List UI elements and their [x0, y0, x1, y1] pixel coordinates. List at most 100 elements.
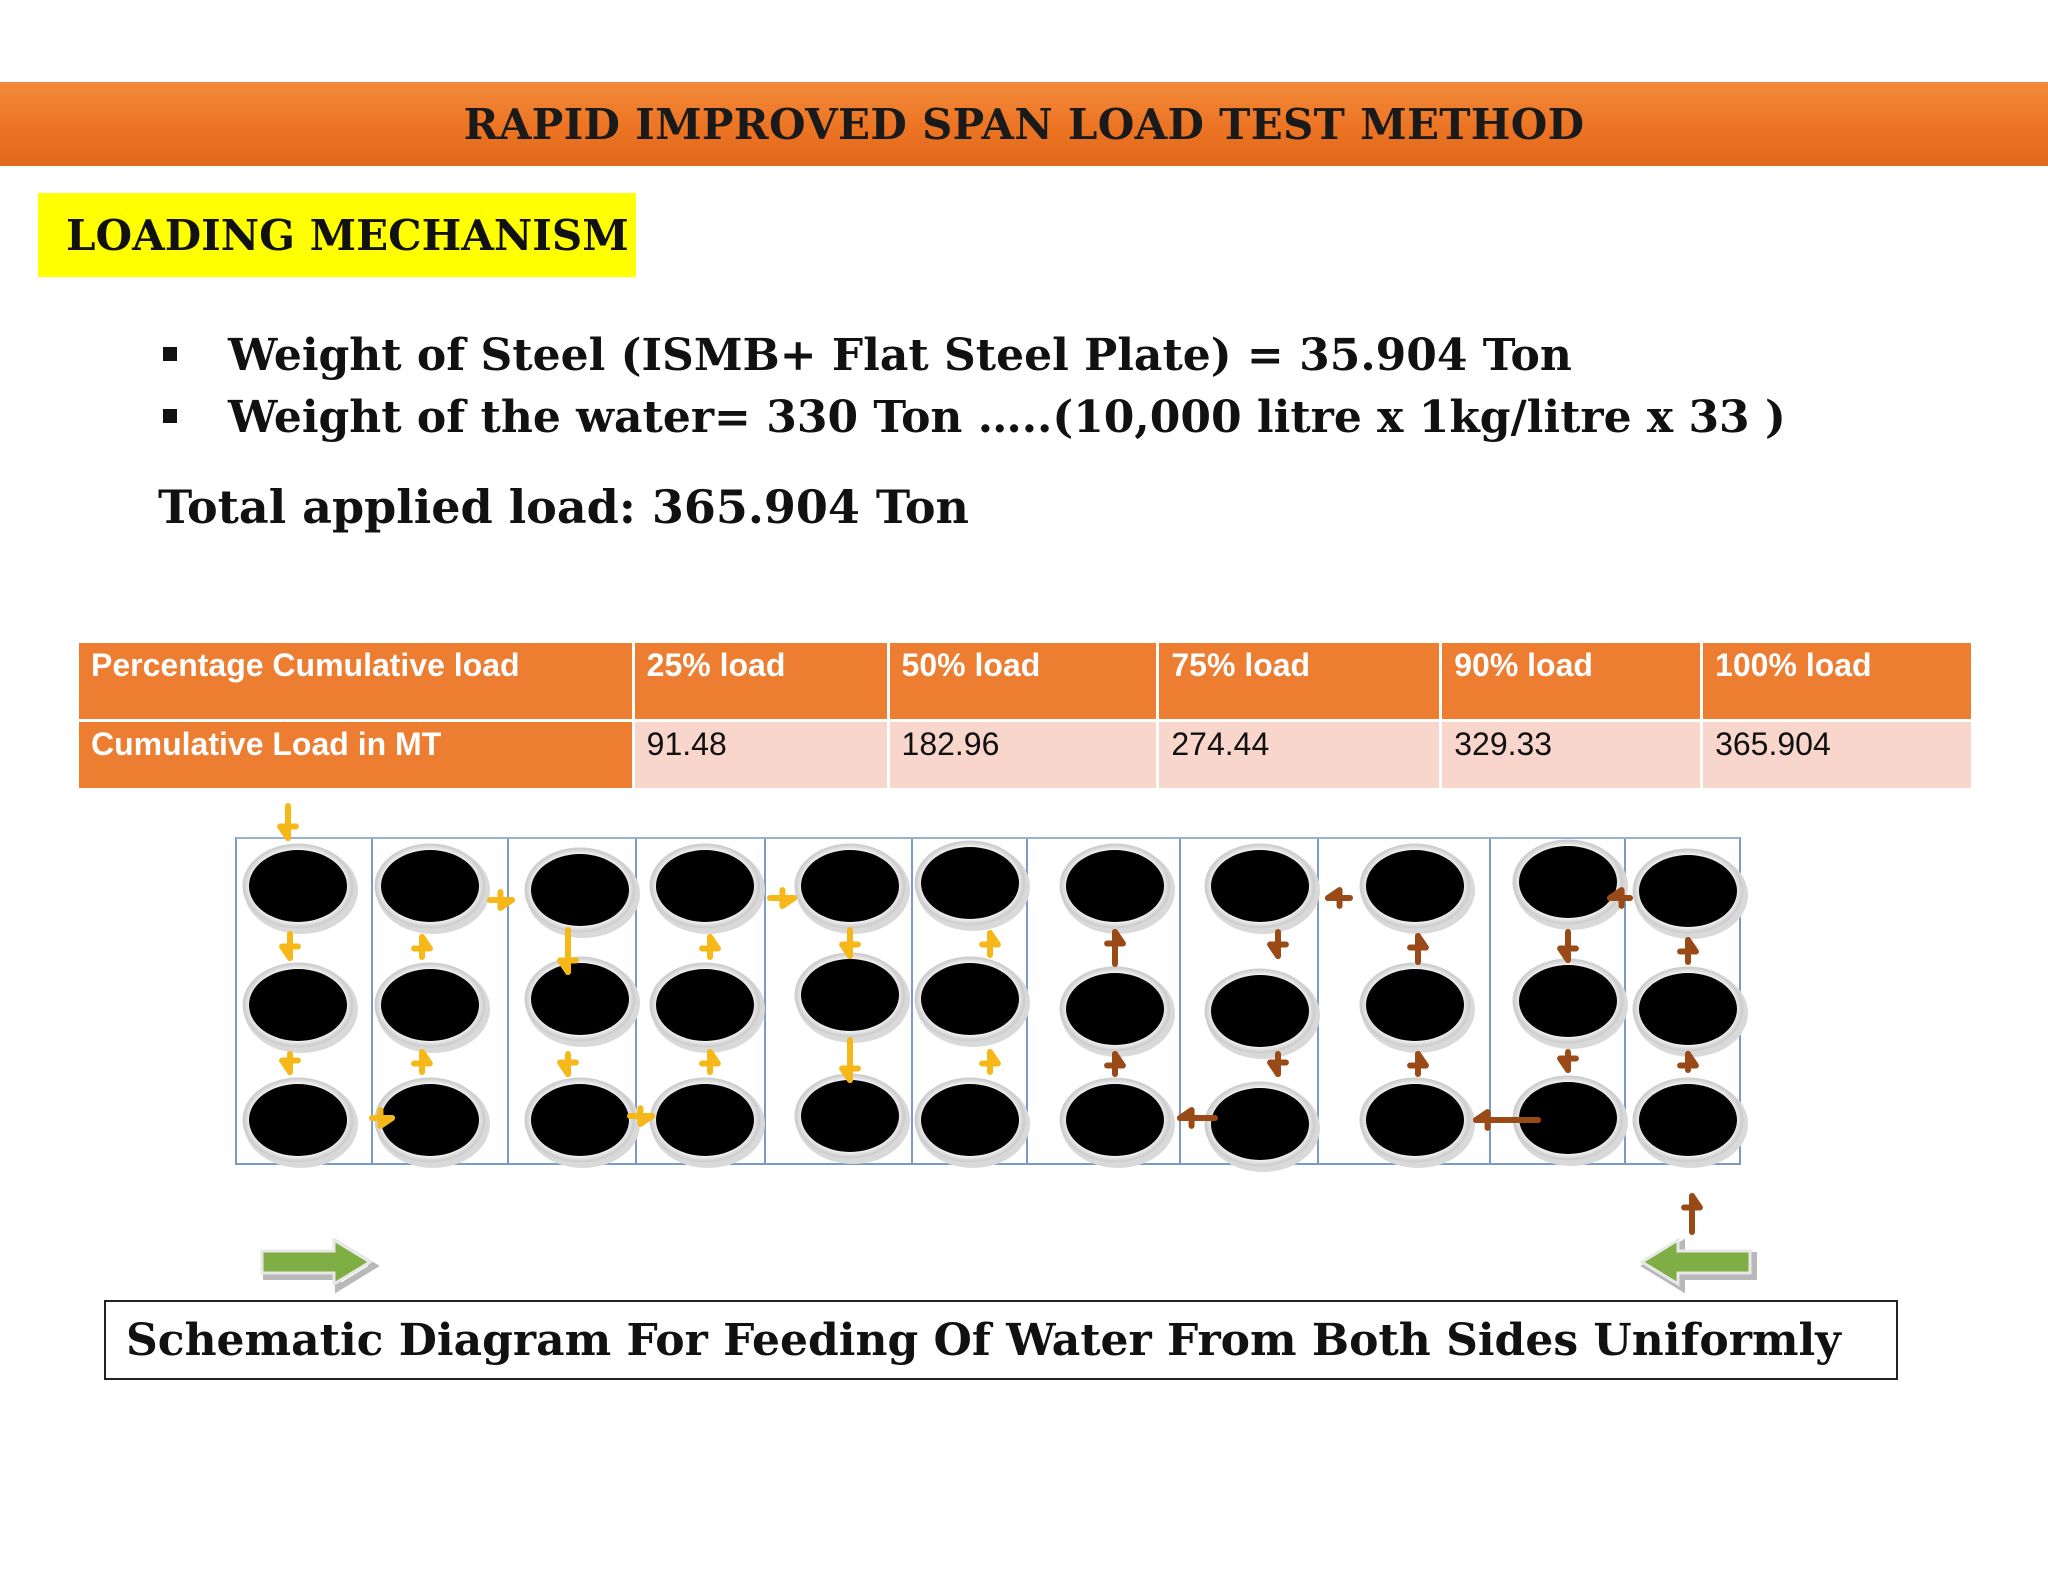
tank-water: [1066, 973, 1164, 1045]
arrow-body: [260, 1237, 373, 1287]
title-banner: RAPID IMPROVED SPAN LOAD TEST METHOD: [0, 82, 2048, 166]
flow-arrow: [557, 1051, 579, 1077]
flow-arrow: [1607, 887, 1633, 909]
flow-arrow: [1267, 1051, 1289, 1077]
bullet-text: Weight of the water= 330 Ton …..(10,000 …: [228, 392, 1786, 443]
tank-top: [524, 847, 640, 938]
tank-middle: [649, 962, 765, 1053]
section-label-box: LOADING MECHANISM: [38, 193, 636, 277]
tank-top: [649, 843, 765, 934]
arrow-head: [1407, 1051, 1429, 1069]
tank-water: [921, 963, 1019, 1035]
flow-arrow: [557, 927, 579, 975]
arrow-head: [1267, 1059, 1289, 1077]
table-cell: Percentage Cumulative load: [79, 643, 632, 719]
tank-bottom: [374, 1077, 490, 1168]
bullet-item: Weight of Steel (ISMB+ Flat Steel Plate)…: [160, 325, 1786, 387]
square-bullet-icon: [163, 347, 177, 361]
tank-bottom: [1204, 1081, 1320, 1172]
arrow-head: [277, 823, 299, 841]
tank-water: [656, 850, 754, 922]
flow-arrow: [1325, 887, 1353, 909]
tank-middle: [914, 956, 1030, 1047]
arrow-head: [1557, 945, 1579, 963]
arrow-head: [1677, 937, 1699, 955]
flow-arrow: [279, 1051, 301, 1075]
flow-arrow: [627, 1105, 655, 1127]
bullet-list: Weight of Steel (ISMB+ Flat Steel Plate)…: [160, 325, 1786, 449]
left-arrow-icon: [1639, 1237, 1757, 1294]
tank-middle: [1359, 962, 1475, 1053]
flow-arrow: [979, 930, 1001, 958]
arrow-body: [1639, 1237, 1752, 1287]
tank-water: [1519, 846, 1617, 918]
arrow-head: [1104, 1051, 1126, 1069]
table-row: Cumulative Load in MT 91.48 182.96 274.4…: [79, 722, 1971, 788]
flow-arrow: [979, 1049, 1001, 1075]
flow-arrow: [1407, 933, 1429, 965]
arrow-head: [1607, 887, 1625, 909]
flow-arrow: [1267, 929, 1289, 959]
flow-arrow: [1104, 1051, 1126, 1077]
flow-arrow: [839, 927, 861, 959]
tank-water: [381, 850, 479, 922]
tank-water: [531, 963, 629, 1035]
flow-arrow: [1557, 929, 1579, 963]
tank-water: [1211, 850, 1309, 922]
tank-water: [381, 969, 479, 1041]
arrow-head: [637, 1105, 655, 1127]
arrow-head: [1104, 929, 1126, 947]
tank-middle: [794, 952, 910, 1043]
arrow-head: [557, 957, 579, 975]
flow-arrow: [1677, 937, 1699, 965]
flow-arrow: [369, 1107, 395, 1129]
tank-water: [249, 969, 347, 1041]
table-cell: 50% load: [889, 643, 1157, 719]
tank-bottom: [1059, 1077, 1175, 1168]
arrow-head: [497, 889, 515, 911]
tank-bottom: [794, 1073, 910, 1164]
tank-water: [1066, 1084, 1164, 1156]
tank-water: [801, 850, 899, 922]
arrow-head: [699, 1049, 721, 1067]
arrow-head: [1177, 1107, 1195, 1129]
flow-arrow: [1677, 1051, 1699, 1073]
tank-water: [1639, 855, 1737, 927]
table-cell: 365.904: [1703, 722, 1971, 788]
table-cell: Cumulative Load in MT: [79, 722, 632, 788]
arrow-head: [1473, 1109, 1491, 1131]
arrow-head: [979, 1049, 1001, 1067]
flow-arrow: [1557, 1049, 1579, 1073]
table-cell: 100% load: [1703, 643, 1971, 719]
tank-top: [374, 843, 490, 934]
flow-arrows: [277, 803, 1703, 1235]
tank-water: [1066, 850, 1164, 922]
flow-arrow: [1473, 1109, 1541, 1131]
section-heading: LOADING MECHANISM: [66, 210, 629, 260]
flow-arrow: [699, 1049, 721, 1075]
table-cell: 182.96: [889, 722, 1157, 788]
arrow-head: [1681, 1193, 1703, 1211]
bullet-text: Weight of Steel (ISMB+ Flat Steel Plate)…: [228, 330, 1572, 381]
arrow-head: [1677, 1051, 1699, 1069]
arrow-head: [779, 887, 797, 909]
arrow-head: [1557, 1055, 1579, 1073]
table-cell: 274.44: [1159, 722, 1440, 788]
arrow-head: [411, 1049, 433, 1067]
flow-arrow: [279, 931, 301, 961]
square-bullet-icon: [163, 409, 177, 423]
load-table: Percentage Cumulative load 25% load 50% …: [76, 640, 1974, 791]
tank-middle: [1204, 968, 1320, 1059]
flow-arrow: [1104, 929, 1126, 967]
flow-arrow: [277, 803, 299, 841]
table-cell: 75% load: [1159, 643, 1440, 719]
tank-bottom: [1359, 1077, 1475, 1168]
tank-middle: [1512, 958, 1628, 1049]
arrow-head: [979, 930, 1001, 948]
total-load-text: Total applied load: 365.904 Ton: [158, 480, 969, 534]
tank-water: [249, 1084, 347, 1156]
tank-top: [794, 843, 910, 934]
tank-water: [801, 1080, 899, 1152]
arrow-head: [839, 1065, 861, 1083]
arrow-head: [839, 941, 861, 959]
